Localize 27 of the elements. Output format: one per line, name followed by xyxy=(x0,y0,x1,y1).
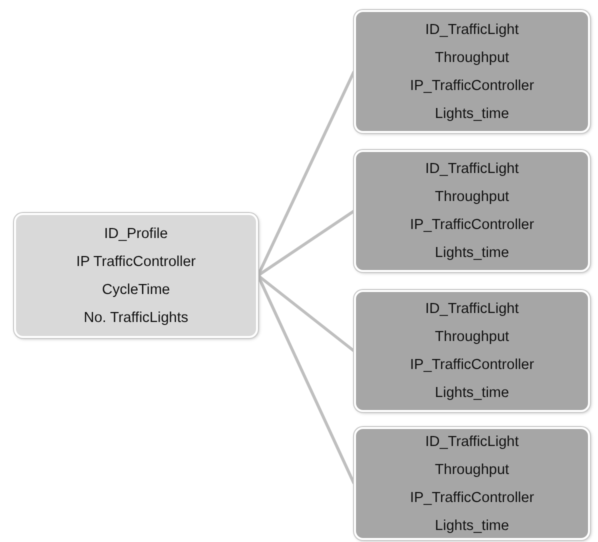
field-name: Lights_time xyxy=(434,516,510,536)
traffic-light-box xyxy=(354,150,590,272)
field-name: Lights_time xyxy=(434,384,510,403)
field-name: IP_TrafficController xyxy=(410,76,534,96)
field-name: No. TrafficLights xyxy=(84,308,188,328)
field-name: IP TrafficController xyxy=(76,252,196,272)
field-name: Lights_time xyxy=(434,244,510,263)
profile-box xyxy=(14,213,258,338)
field-name: ID_TrafficLight xyxy=(425,160,519,179)
field-name: Throughput xyxy=(434,328,510,347)
connector-line xyxy=(257,274,355,352)
traffic-light-box xyxy=(354,10,590,133)
field-name: ID_TrafficLight xyxy=(425,432,519,452)
field-name: Throughput xyxy=(434,48,510,68)
field-name: Throughput xyxy=(434,188,510,207)
field-name: ID_TrafficLight xyxy=(425,300,519,319)
field-name: CycleTime xyxy=(102,280,170,300)
connector-line xyxy=(257,210,355,277)
field-name: ID_TrafficLight xyxy=(425,20,519,40)
field-name: IP_TrafficController xyxy=(410,216,534,235)
field-name: Throughput xyxy=(434,460,510,480)
field-name: IP_TrafficController xyxy=(410,488,534,508)
traffic-light-box xyxy=(354,427,590,540)
field-name: Lights_time xyxy=(434,104,510,124)
field-name: ID_Profile xyxy=(104,224,168,244)
field-name: IP_TrafficController xyxy=(410,356,534,375)
traffic-light-box xyxy=(354,290,590,412)
